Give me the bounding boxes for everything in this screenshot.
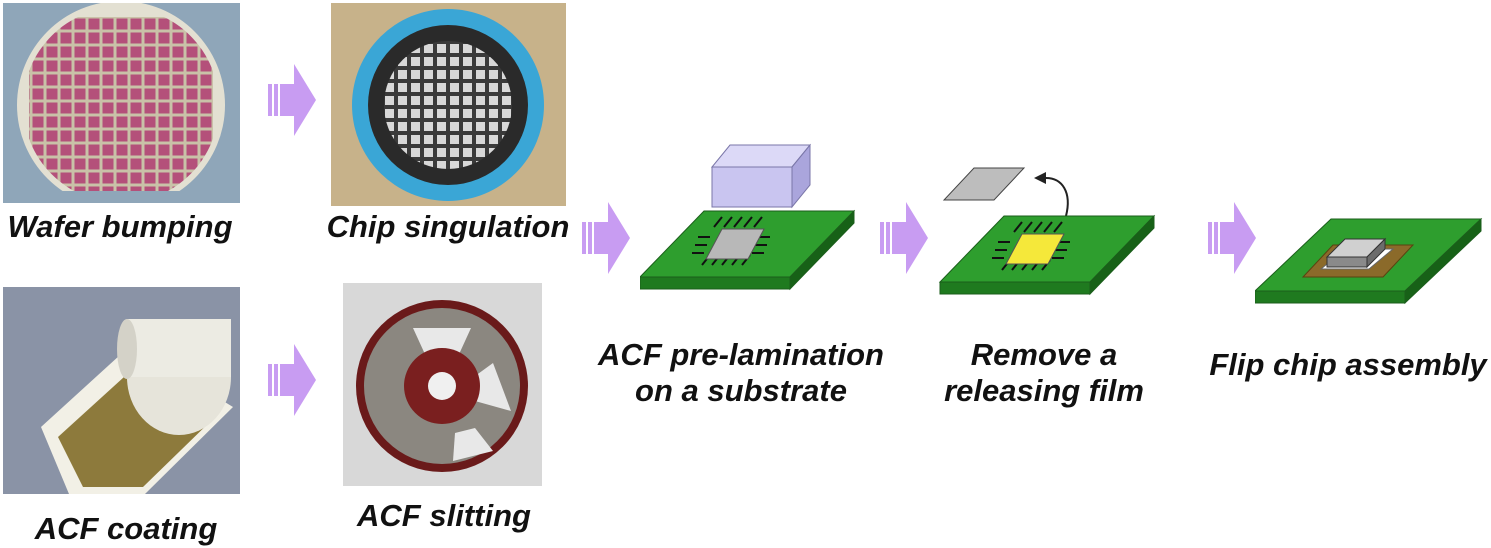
arrow-icon: [1208, 198, 1258, 278]
remove-film-label-line1: Remove a: [970, 337, 1118, 372]
acf-slitting-photo: [343, 283, 542, 486]
acf-slitting-label: ACF slitting: [357, 498, 531, 533]
flip-chip-assembly-diagram: [1255, 205, 1485, 310]
wafer-bumping-photo: [3, 3, 240, 203]
chip-singulation-label: Chip singulation: [326, 209, 570, 244]
chip-singulation-photo: [331, 3, 566, 206]
flip-chip-assembly-label: Flip chip assembly: [1209, 347, 1487, 382]
acf-coating-photo: [3, 287, 240, 494]
arrow-icon: [880, 198, 930, 278]
arrow-icon: [582, 198, 632, 278]
remove-film-diagram: [938, 158, 1168, 298]
arrow-icon: [268, 340, 318, 420]
arrow-icon: [268, 60, 318, 140]
wafer-bumping-label: Wafer bumping: [7, 209, 233, 244]
acf-prelamination-diagram: [640, 125, 860, 295]
acf-prelamination-label-line2: on a substrate: [635, 373, 847, 408]
remove-film-label-line2: releasing film: [944, 373, 1144, 408]
acf-coating-label: ACF coating: [34, 511, 218, 546]
acf-prelamination-label-line1: ACF pre-lamination: [598, 337, 884, 372]
